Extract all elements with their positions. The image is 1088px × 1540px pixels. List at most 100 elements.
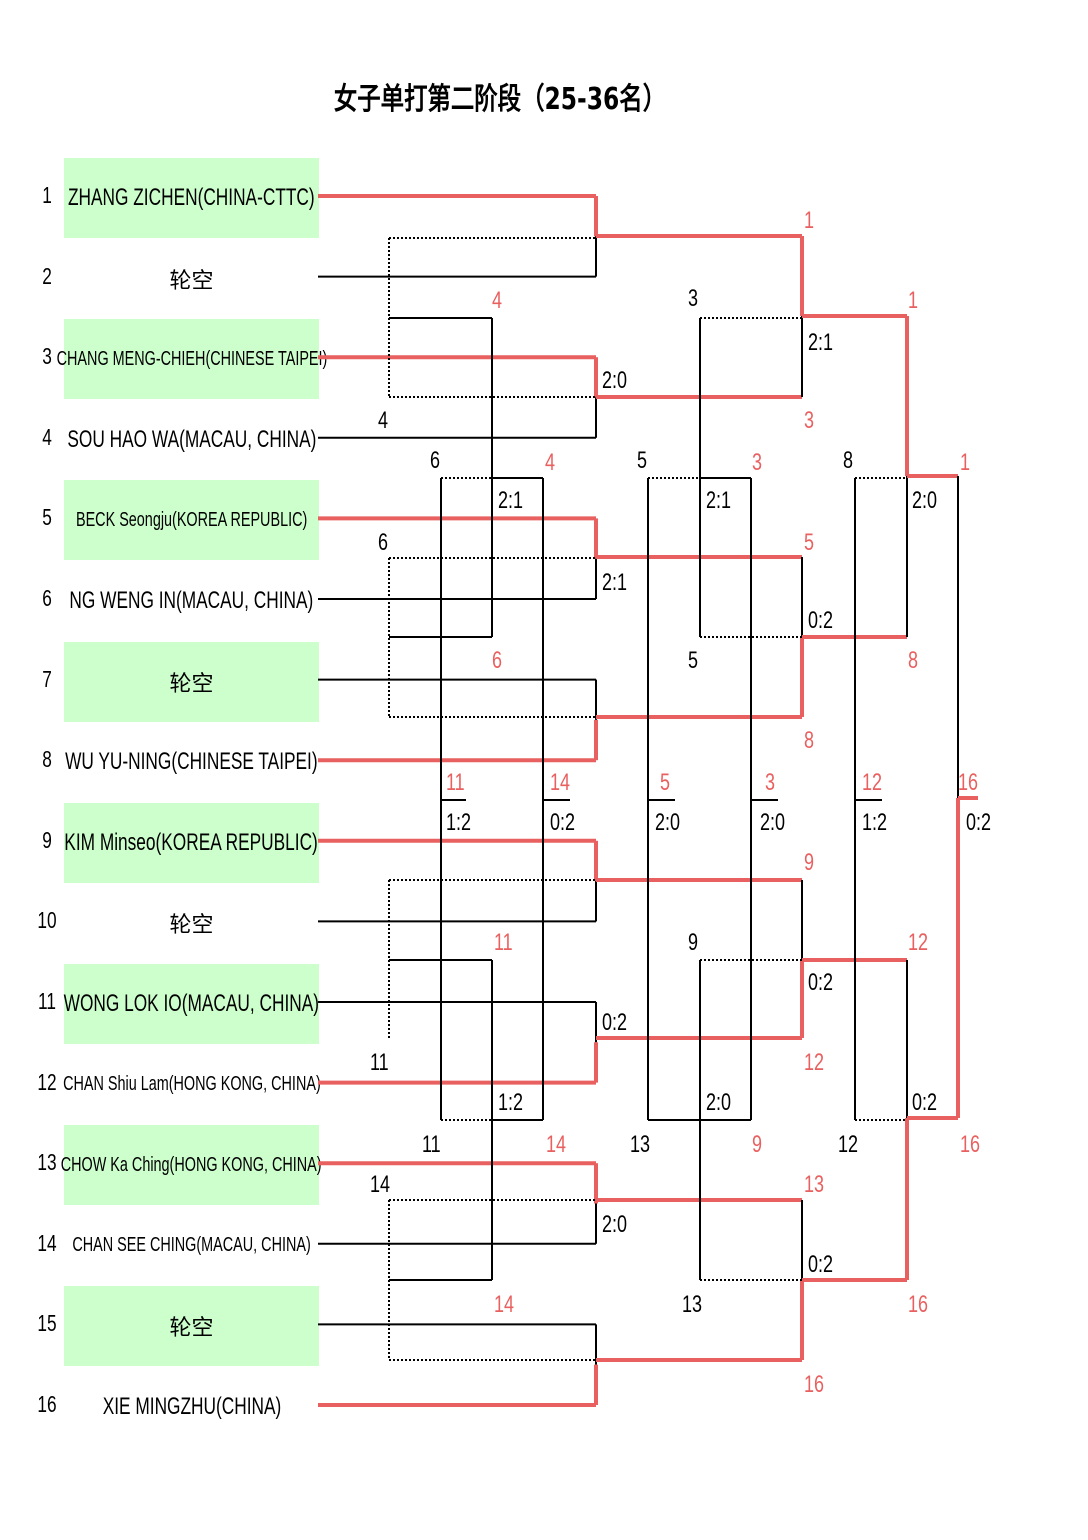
- winner-seed-label: 5: [804, 530, 814, 556]
- winner-seed-label: 4: [545, 450, 555, 476]
- match-score: 2:0: [602, 368, 627, 394]
- match-score: 0:2: [808, 970, 833, 996]
- match-score: 2:0: [706, 1090, 731, 1116]
- seed-label: 9: [688, 930, 698, 956]
- seed-number: 14: [37, 1229, 57, 1256]
- seed-label: 12: [838, 1132, 858, 1158]
- winner-seed-label: 1: [960, 450, 970, 476]
- match-score: 0:2: [602, 1010, 627, 1036]
- match-score: 0:2: [550, 810, 575, 836]
- seed-number: 3: [42, 343, 52, 370]
- match-score: 2:1: [706, 488, 731, 514]
- seed-label: 3: [688, 286, 698, 312]
- match-score: 1:2: [862, 810, 887, 836]
- winner-seed-label: 12: [804, 1050, 824, 1076]
- match-score: 2:0: [760, 810, 785, 836]
- match-score: 0:2: [808, 1252, 833, 1278]
- seed-number: 1: [42, 182, 52, 208]
- winner-seed-label: 16: [960, 1132, 980, 1158]
- winner-seed-label: 6: [492, 648, 502, 674]
- seed-number: 2: [42, 262, 52, 289]
- winner-seed-label: 14: [550, 770, 570, 796]
- seed-label: 11: [422, 1132, 441, 1158]
- player-name: ZHANG ZICHEN(CHINA-CTTC): [68, 184, 315, 211]
- winner-seed-label: 5: [660, 770, 670, 796]
- player-name: CHAN SEE CHING(MACAU, CHINA): [72, 1234, 311, 1257]
- player-name: 轮空: [169, 671, 214, 697]
- winner-seed-label: 8: [908, 648, 918, 674]
- player-name: KIM Minseo(KOREA REPUBLIC): [64, 828, 319, 856]
- match-score: 1:2: [498, 1090, 523, 1116]
- seed-number: 10: [37, 907, 57, 934]
- seed-number: 7: [42, 665, 52, 692]
- winner-seed-label: 3: [765, 770, 775, 796]
- winner-seed-label: 11: [446, 770, 465, 796]
- seed-label: 11: [370, 1050, 389, 1076]
- match-score: 2:0: [655, 810, 680, 836]
- winner-seed-label: 4: [492, 288, 502, 314]
- player-slot: SOU HAO WA(MACAU, CHINA): [64, 400, 319, 480]
- player-slot: WONG LOK IO(MACAU, CHINA): [64, 964, 319, 1044]
- player-name: BECK Seongju(KOREA REPUBLIC): [75, 508, 308, 531]
- winner-seed-label: 3: [752, 450, 762, 476]
- seed-number: 16: [37, 1391, 57, 1417]
- winner-seed-label: 12: [862, 770, 882, 796]
- seed-label: 8: [843, 448, 853, 474]
- winner-seed-label: 14: [494, 1292, 514, 1318]
- player-name: 轮空: [169, 1316, 214, 1342]
- player-slot: WU YU-NING(CHINESE TAIPEI): [64, 722, 319, 802]
- player-name: SOU HAO WA(MACAU, CHINA): [67, 425, 316, 453]
- winner-seed-label: 14: [546, 1132, 566, 1158]
- player-slot: NG WENG IN(MACAU, CHINA): [64, 561, 319, 641]
- seed-number: 12: [37, 1068, 57, 1095]
- player-slot: 轮空: [64, 883, 319, 963]
- player-name: XIE MINGZHU(CHINA): [102, 1393, 281, 1420]
- player-name: CHAN Shiu Lam(HONG KONG, CHINA): [62, 1073, 321, 1096]
- winner-seed-label: 11: [494, 930, 513, 956]
- match-score: 0:2: [966, 810, 991, 836]
- seed-number: 13: [37, 1149, 57, 1176]
- seed-label: 13: [630, 1132, 650, 1158]
- match-score: 2:0: [602, 1212, 627, 1238]
- seed-number: 11: [38, 988, 56, 1014]
- seed-label: 14: [370, 1172, 390, 1198]
- player-slot: 轮空: [64, 239, 319, 319]
- player-name: NG WENG IN(MACAU, CHINA): [69, 587, 314, 614]
- match-score: 2:1: [498, 488, 523, 514]
- winner-seed-label: 1: [908, 288, 918, 314]
- winner-seed-label: 13: [804, 1172, 824, 1198]
- player-name: 轮空: [169, 268, 214, 294]
- seed-label: 13: [682, 1292, 702, 1318]
- player-slot: 轮空: [64, 641, 319, 722]
- seed-label: 6: [378, 530, 388, 556]
- winner-seed-label: 9: [804, 850, 814, 876]
- player-name: WU YU-NING(CHINESE TAIPEI): [65, 748, 318, 776]
- player-slot: KIM Minseo(KOREA REPUBLIC): [64, 802, 319, 883]
- seed-number: 8: [42, 746, 52, 773]
- winner-seed-label: 16: [804, 1372, 824, 1398]
- player-name: CHOW Ka Ching(HONG KONG, CHINA): [61, 1153, 322, 1176]
- player-slot: CHAN SEE CHING(MACAU, CHINA): [64, 1206, 319, 1286]
- player-slot: CHOW Ka Ching(HONG KONG, CHINA): [61, 1125, 322, 1206]
- winner-seed-label: 16: [958, 770, 978, 796]
- winner-seed-label: 3: [804, 408, 814, 434]
- player-slot: XIE MINGZHU(CHINA): [64, 1367, 319, 1447]
- match-score: 2:1: [808, 330, 833, 356]
- player-name: 轮空: [169, 913, 214, 939]
- seed-number: 15: [37, 1310, 57, 1337]
- seed-number: 4: [42, 423, 52, 450]
- player-name: CHANG MENG-CHIEH(CHINESE TAIPEI): [56, 347, 327, 370]
- winner-seed-label: 12: [908, 930, 928, 956]
- seed-label: 5: [637, 448, 647, 474]
- winner-seed-label: 16: [908, 1292, 928, 1318]
- bracket-title: 女子单打第二阶段（25-36名）: [333, 82, 667, 117]
- seed-number: 9: [42, 826, 52, 853]
- seed-label: 4: [378, 408, 388, 434]
- seed-number: 6: [42, 585, 52, 611]
- seed-label: 5: [688, 648, 698, 674]
- player-slot: CHAN Shiu Lam(HONG KONG, CHINA): [62, 1045, 321, 1125]
- seed-number: 5: [42, 504, 52, 531]
- winner-seed-label: 8: [804, 728, 814, 754]
- player-name: WONG LOK IO(MACAU, CHINA): [63, 990, 320, 1017]
